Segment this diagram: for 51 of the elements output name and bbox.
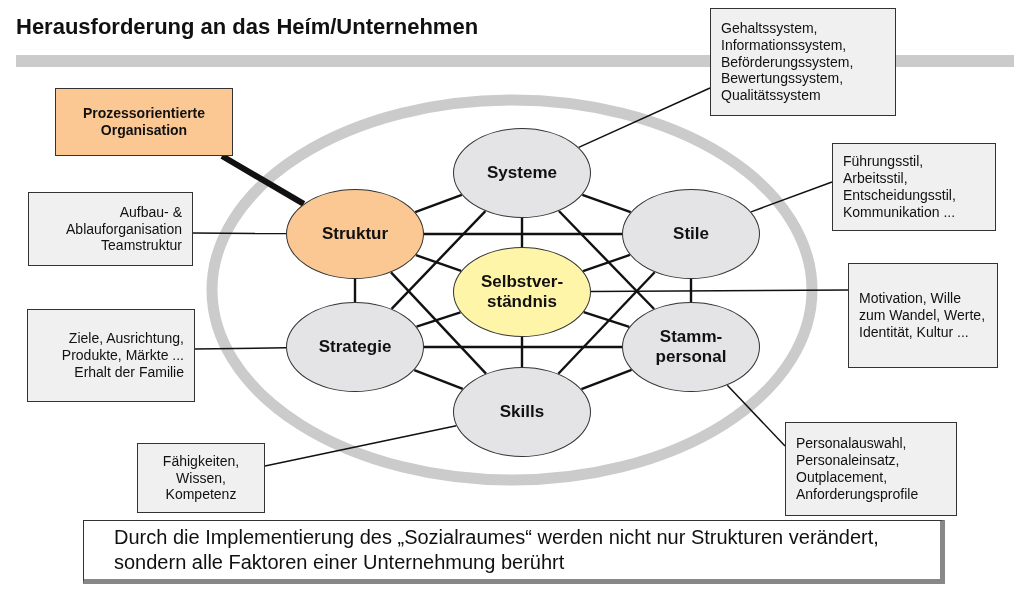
connector-line — [582, 253, 631, 273]
diagram-title: Herausforderung an das Heím/Unternehmen — [16, 14, 479, 40]
text-box — [28, 192, 193, 266]
connector-line — [557, 271, 656, 375]
statement-box — [83, 520, 945, 584]
text-box — [55, 88, 233, 156]
node-text: Fähigkeiten, Wissen, Kompetenz — [161, 452, 241, 504]
node-text: Gehaltssystem, Informationssystem, Beförderungssystem, Bewertungssystem, Qualitätssystem — [721, 20, 855, 104]
connector-line — [390, 210, 487, 310]
connector-line — [424, 345, 622, 349]
leader-line — [194, 347, 287, 350]
connector-line — [558, 210, 655, 310]
connector-line — [424, 232, 622, 236]
connector-line — [413, 368, 464, 391]
text-box — [848, 263, 998, 368]
node-label: Skills — [498, 401, 546, 423]
node-label: Strategie — [317, 336, 393, 358]
connector-line — [353, 279, 357, 302]
connector-line — [520, 218, 524, 247]
node-text: Aufbau- & Ablauforganisation Teamstruktur — [65, 203, 182, 255]
leader-line — [577, 87, 711, 149]
node-label: Struktur — [320, 223, 390, 245]
node-text: Ziele, Ausrichtung, Produkte, Märkte ... Erhalt der Familie — [60, 330, 184, 381]
connector-line — [520, 337, 524, 367]
node-label: Stile — [672, 223, 710, 245]
node-label: Selbstver- ständnis — [479, 271, 565, 313]
connector-line — [390, 271, 487, 375]
text-box — [27, 309, 195, 402]
text-box — [785, 422, 957, 516]
leader-line — [192, 232, 287, 235]
connector-line — [581, 368, 632, 391]
ellipse-node — [622, 302, 760, 392]
connector-line — [689, 279, 693, 302]
node-text: Prozessorientierte Organisation — [81, 105, 207, 139]
connector-line — [414, 193, 463, 214]
connector-line — [416, 311, 461, 328]
connector-line — [415, 254, 462, 272]
node-text: Personalauswahl, Personaleinsatz, Outplacement, Anforderungsprofile — [796, 435, 920, 503]
node-label: Systeme — [486, 162, 558, 184]
node-text: Führungsstil, Arbeitsstil, Entscheidungsstil, Kommunikation ... — [843, 153, 957, 221]
connector-line — [583, 310, 630, 329]
node-label: Stamm- personal — [654, 326, 728, 368]
connector-line — [581, 193, 632, 214]
node-text: Motivation, Wille zum Wandel, Werte, Identität, Kultur ... — [859, 290, 987, 341]
text-box — [710, 8, 896, 116]
leader-line — [590, 289, 849, 293]
node-text: Durch die Implementierung des „Sozialraumes“ werden nicht nur Strukturen verändert, sondern alle Faktoren einer Unternehmung berührt — [114, 525, 880, 575]
leader-line — [750, 181, 833, 213]
text-box — [137, 443, 265, 513]
text-box — [832, 143, 996, 231]
leader-line — [726, 384, 786, 447]
